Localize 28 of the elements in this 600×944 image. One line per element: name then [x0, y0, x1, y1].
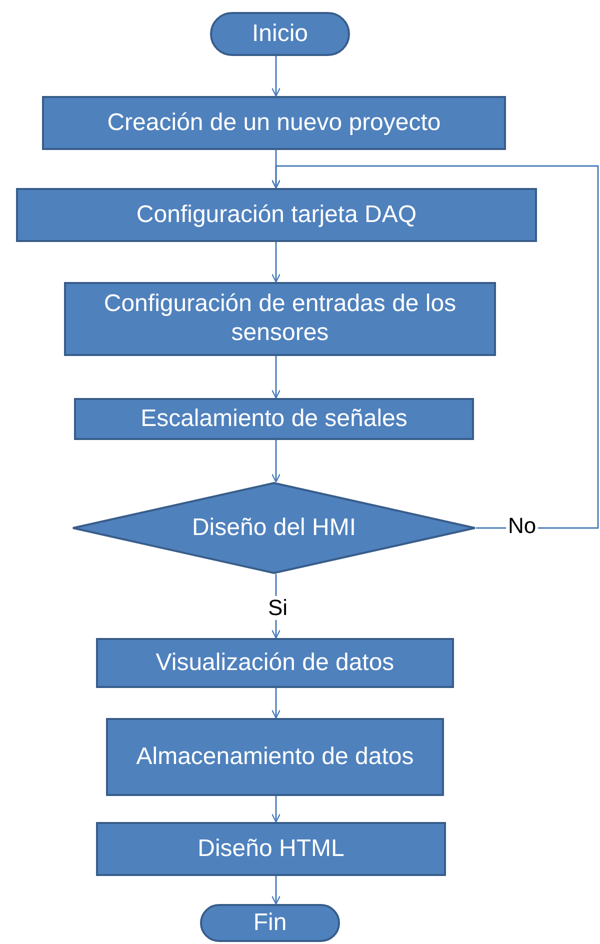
terminal-pill: [200, 904, 340, 942]
node-label: Inicio: [252, 20, 308, 48]
process-box: [16, 188, 537, 242]
arrow: [271, 56, 281, 97]
node-label: Creación de un nuevo proyecto: [107, 108, 441, 138]
terminal-pill: [210, 12, 350, 56]
decision-diamond: [72, 482, 476, 574]
node-label: Visualización de datos: [156, 648, 394, 678]
node-label: Almacenamiento de datos: [136, 742, 414, 772]
node-label: Configuración de entradas de los sensores: [102, 290, 458, 348]
node-label: Diseño del HMI: [190, 514, 358, 542]
node-label: Fin: [253, 908, 287, 938]
node-label: Diseño HTML: [198, 834, 344, 864]
process-box: [96, 638, 454, 688]
arrow: [271, 688, 281, 719]
process-box: [74, 398, 474, 440]
process-box: [42, 96, 506, 150]
node-label: Escalamiento de señales: [140, 404, 408, 434]
arrow: [271, 876, 281, 905]
arrow: [271, 440, 281, 483]
node-label: Configuración tarjeta DAQ: [136, 200, 417, 230]
arrow: [271, 165, 599, 529]
arrow: [271, 242, 281, 283]
process-box: [96, 822, 446, 876]
arrow: [271, 796, 281, 823]
process-box: [64, 282, 496, 356]
process-box: [106, 718, 444, 796]
arrow: [271, 356, 281, 399]
